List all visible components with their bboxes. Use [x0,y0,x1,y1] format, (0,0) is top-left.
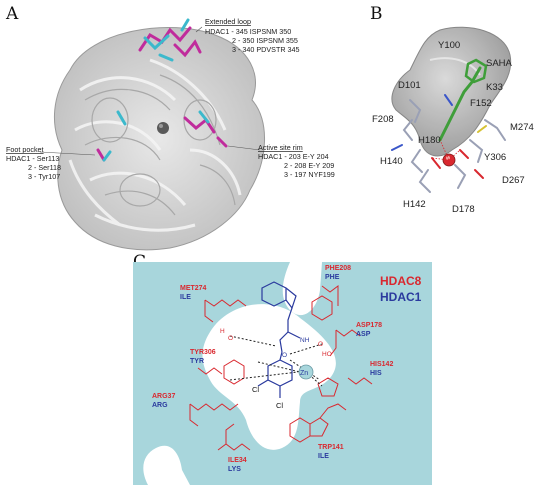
label-m274: M274 [510,122,534,133]
active-site-rim-line-1: HDAC1 - 203 E-Y 204 [258,152,329,161]
label-k33: K33 [486,82,503,93]
panel-a-letter: A [5,4,19,24]
res-ile34-hdac1: LYS [228,466,241,473]
extended-loop-label: Extended loop HDAC1 - 345 ISPSNM 350 2 -… [205,17,300,54]
panel-b-letter: B [370,4,383,24]
res-met274-hdac1: ILE [180,294,191,301]
res-asp178-hdac1: ASP [356,331,371,338]
res-phe208-hdac1: PHE [325,274,340,281]
foot-pocket-line-2: 2 - Ser118 [28,163,61,172]
extended-loop-line-1: HDAC1 - 345 ISPSNM 350 [205,27,291,36]
res-phe208: PHE208 [325,265,351,272]
panel-b: B Y100 [370,4,534,215]
atom-o-water: O [228,335,233,342]
foot-pocket-line-3: 3 - Tyr107 [28,172,60,181]
active-site-rim-label: Active site rim HDAC1 - 203 E-Y 204 2 - … [258,143,335,179]
extended-loop-line-2: 2 - 350 ISPSNM 355 [232,36,298,45]
panel-a: A [5,4,335,251]
label-f152: F152 [470,98,492,109]
res-arg37-hdac1: ARG [152,402,168,409]
label-f208: F208 [372,114,394,125]
extended-loop-title: Extended loop [205,17,251,26]
res-trp141-hdac1: ILE [318,453,329,460]
atom-zn: Zn [300,370,308,377]
residue-labels: MET274 ILE PHE208 PHE TYR306 TYR ASP178 … [152,265,393,473]
atom-o-2: O [318,341,323,348]
res-tyr306-hdac1: TYR [190,358,204,365]
label-y306: Y306 [484,152,506,163]
hydrogen-bonds [229,335,323,387]
active-site-rim-line-2: 2 - 208 E-Y 209 [284,161,334,170]
active-site-rim-sticks [116,110,228,148]
legend-hdac1: HDAC1 [380,290,422,304]
residue-structures [189,285,373,451]
res-ile34: ILE34 [228,457,247,464]
active-site-rim-title: Active site rim [258,143,303,152]
label-h180: H180 [418,135,441,146]
label-h142: H142 [403,199,426,210]
zinc-ion-c [298,364,314,380]
label-y100: Y100 [438,40,460,51]
label-d101: D101 [398,80,421,91]
foot-pocket-label: Foot pocket HDAC1 - Ser113 2 - Ser118 3 … [6,145,61,181]
foot-pocket-title: Foot pocket [6,145,44,154]
panel-c: C HDAC8 HDAC1 [133,252,432,485]
ligand-structure [257,281,301,398]
legend-hdac8: HDAC8 [380,274,422,288]
label-saha: SAHA [486,58,513,69]
res-his142-hdac1: HIS [370,370,382,377]
foot-pocket-line-1: HDAC1 - Ser113 [6,154,59,163]
foot-pocket-sticks [96,148,112,162]
res-asp178: ASP178 [356,322,382,329]
extended-loop-line-3: 3 - 340 PDVSTR 345 [232,45,300,54]
atom-nh: NH [300,337,310,344]
binding-pocket-surface [391,26,512,157]
active-site-rim-line-3: 3 - 197 NYF199 [284,170,335,179]
atom-ho: HO [322,351,332,358]
label-d267: D267 [502,175,525,186]
label-h140: H140 [380,156,403,167]
protein-ribbon-structure [53,27,266,251]
residue-sticks [391,94,506,193]
atom-cl-2: Cl [276,401,283,410]
label-d178: D178 [452,204,475,215]
binding-cavity [202,304,336,450]
atom-o-1: O [282,352,287,359]
extended-loop-sticks [138,18,202,62]
res-his142: HIS142 [370,361,393,368]
res-met274: MET274 [180,285,207,292]
atom-h: H [220,328,225,335]
atom-cl-1: Cl [252,385,259,394]
res-tyr306: TYR306 [190,349,216,356]
res-trp141: TRP141 [318,444,344,451]
res-arg37: ARG37 [152,393,175,400]
